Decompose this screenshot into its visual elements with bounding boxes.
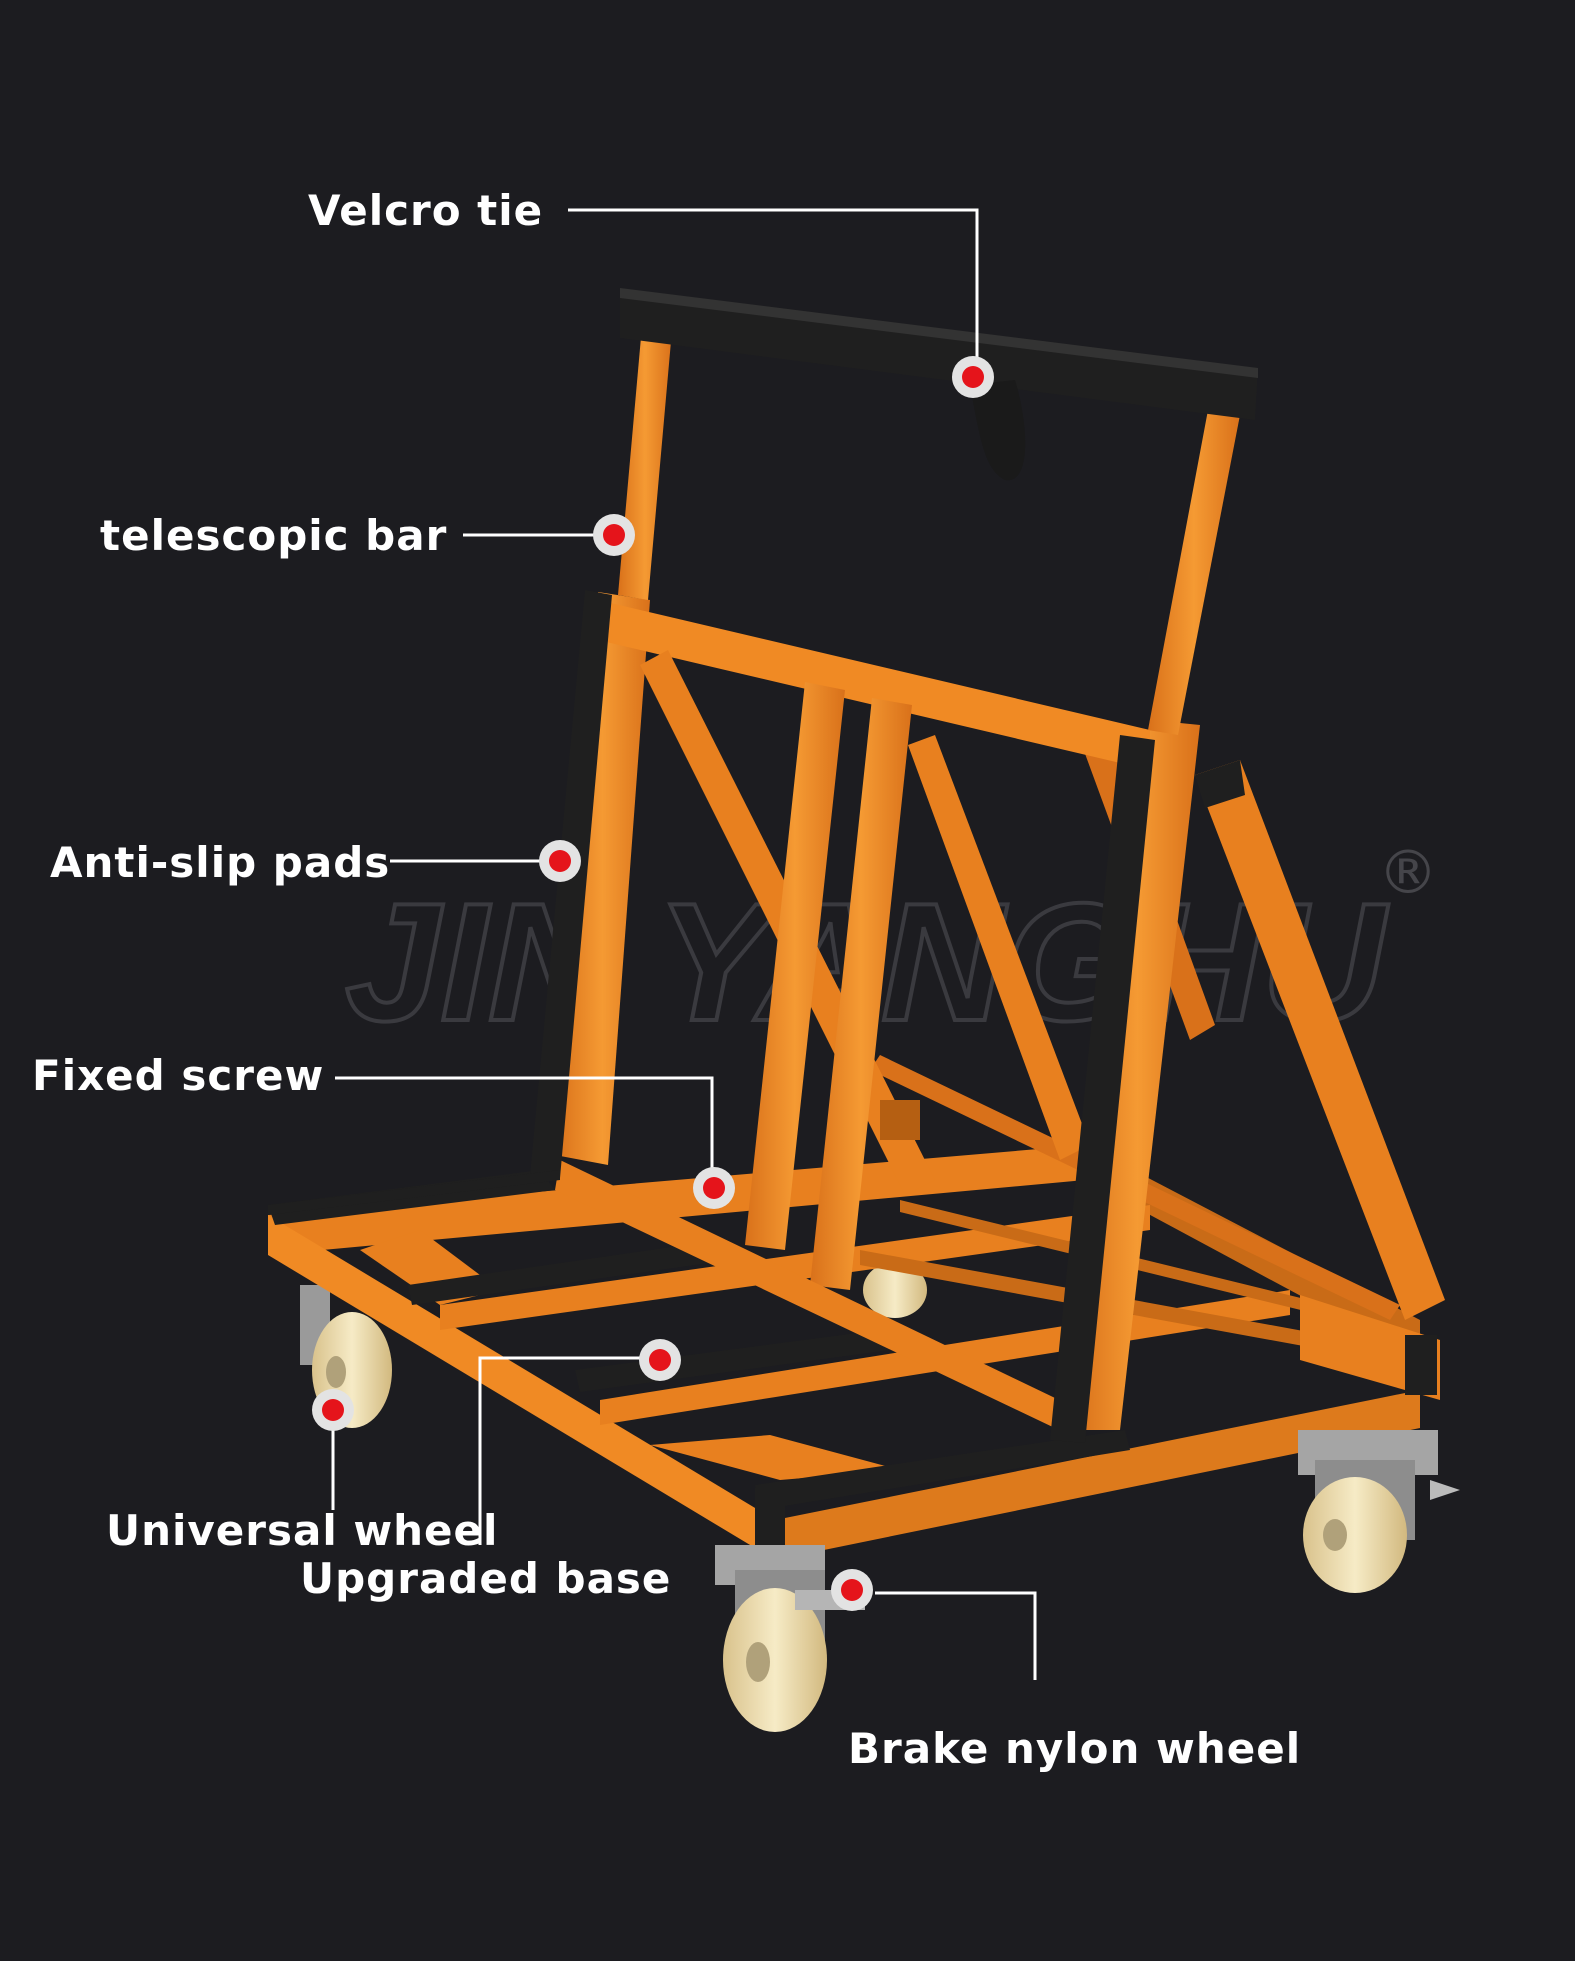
label-telescopic-bar: telescopic bar bbox=[100, 511, 448, 560]
marker-telescopic-bar bbox=[593, 514, 635, 556]
label-fixed-screw: Fixed screw bbox=[32, 1051, 325, 1100]
right-wheel-brake-icon bbox=[1298, 1430, 1460, 1593]
velcro-strap-icon bbox=[970, 380, 1026, 481]
telescopic-upright bbox=[618, 288, 1258, 735]
marker-velcro-tie bbox=[952, 356, 994, 398]
rear-wheel-center-icon bbox=[863, 1262, 927, 1318]
label-universal-wheel: Universal wheel bbox=[106, 1506, 499, 1555]
callout-markers bbox=[312, 356, 994, 1611]
label-upgraded-base: Upgraded base bbox=[300, 1554, 672, 1603]
a-frame bbox=[555, 592, 1200, 1440]
label-velcro-tie: Velcro tie bbox=[308, 186, 544, 235]
upright-pads bbox=[268, 590, 1155, 1443]
marker-brake-nylon-wheel bbox=[831, 1569, 873, 1611]
watermark-registered-mark: ® bbox=[1378, 838, 1438, 908]
marker-universal-wheel bbox=[312, 1389, 354, 1431]
front-wheel-brake-icon bbox=[715, 1545, 865, 1732]
marker-fixed-screw bbox=[693, 1167, 735, 1209]
marker-upgraded-base bbox=[639, 1339, 681, 1381]
label-anti-slip-pads: Anti-slip pads bbox=[50, 838, 391, 887]
label-brake-nylon-wheel: Brake nylon wheel bbox=[848, 1724, 1302, 1773]
leader-lines bbox=[331, 208, 1037, 1680]
marker-anti-slip-pads bbox=[539, 840, 581, 882]
